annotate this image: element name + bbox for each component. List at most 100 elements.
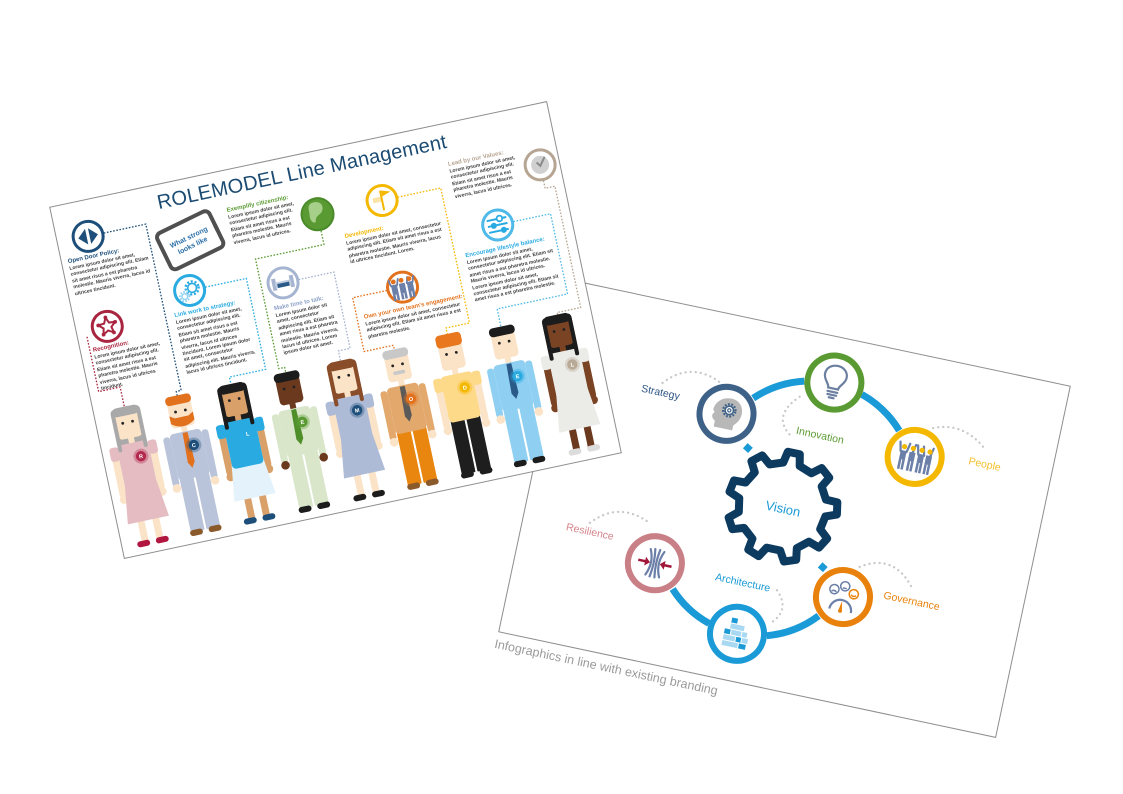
left-leg xyxy=(287,452,313,509)
left-leg xyxy=(243,495,255,520)
left-leg xyxy=(502,406,528,463)
right-arm xyxy=(524,359,541,410)
hair-left xyxy=(216,389,229,430)
open-door-arrows-icon xyxy=(71,219,105,253)
right-arm xyxy=(309,405,326,455)
hair-right xyxy=(242,384,254,424)
right-leg xyxy=(465,414,491,471)
person-figure-6: O xyxy=(379,346,439,490)
hair-left xyxy=(110,412,122,452)
torso xyxy=(332,393,373,445)
torso xyxy=(547,348,588,400)
badge xyxy=(459,381,470,393)
right-leg xyxy=(151,515,164,540)
head xyxy=(545,316,573,348)
checkmark-icon xyxy=(523,147,557,181)
left-hand xyxy=(389,437,398,447)
badge-letter: E xyxy=(300,419,305,426)
badge xyxy=(241,427,253,439)
vision-gear-icon xyxy=(724,447,841,566)
right-hand xyxy=(534,406,543,416)
strategy-node xyxy=(696,383,757,444)
connector-exemplify xyxy=(254,230,325,373)
head xyxy=(437,339,466,371)
badge-letter: L xyxy=(570,362,575,369)
connector-square xyxy=(742,442,753,453)
tie xyxy=(505,362,518,399)
left-hand xyxy=(280,460,290,470)
connector-development xyxy=(397,186,470,340)
right-hand xyxy=(481,417,490,427)
dotted-arc-governance xyxy=(857,561,913,588)
dotted-arc-people xyxy=(931,425,984,448)
compression-arrows-icon xyxy=(637,547,672,579)
left-leg xyxy=(136,518,149,543)
left-leg xyxy=(396,429,422,486)
badge xyxy=(566,358,578,370)
hair-left xyxy=(326,366,338,406)
badge xyxy=(188,439,199,450)
right-hand xyxy=(210,475,219,485)
head xyxy=(275,373,303,405)
left-arm xyxy=(379,390,397,440)
badge-letter: L xyxy=(245,431,250,438)
person-figure-4: E xyxy=(271,369,330,513)
connector-make-time xyxy=(298,270,351,363)
poster-graphics: What strong looks like xyxy=(71,147,600,547)
arc-architecture-governance xyxy=(765,612,821,639)
badge xyxy=(405,393,416,404)
right-leg xyxy=(258,492,270,517)
team-icon xyxy=(385,270,419,304)
governance-ring xyxy=(812,566,873,627)
right-sleeve xyxy=(470,370,482,385)
globe-icon xyxy=(300,196,335,231)
badge xyxy=(135,450,146,461)
badge-letter: E xyxy=(515,373,520,380)
left-leg xyxy=(179,475,204,532)
left-hand xyxy=(172,483,181,493)
vision-diagram xyxy=(588,352,984,664)
person-figure-2: C xyxy=(162,392,222,536)
right-sleeve xyxy=(363,392,374,408)
dress xyxy=(340,433,385,478)
beard xyxy=(168,410,194,427)
right-arm xyxy=(418,382,435,432)
arc-strategy-innovation xyxy=(750,377,805,401)
badge-letter: R xyxy=(138,453,143,460)
person-figure-1: R xyxy=(108,404,169,547)
left-arm xyxy=(271,413,288,464)
left-sleeve xyxy=(215,424,227,439)
resilience-node xyxy=(624,532,685,593)
dotted-arc-architecture xyxy=(768,588,784,625)
person-figure-3: L xyxy=(215,381,276,525)
skirt xyxy=(230,456,276,502)
right-leg xyxy=(518,403,544,460)
innovation-ring xyxy=(803,352,864,413)
left-leg xyxy=(450,417,475,475)
head-gear-icon xyxy=(711,397,742,430)
connector-square xyxy=(817,561,828,572)
star-network-icon xyxy=(90,309,124,343)
hair-left xyxy=(541,320,554,361)
dress xyxy=(555,387,600,433)
dress xyxy=(124,479,169,524)
right-leg xyxy=(303,449,329,506)
gears-icon xyxy=(172,273,206,307)
right-leg xyxy=(194,472,220,529)
right-arm xyxy=(200,428,218,479)
badge xyxy=(351,404,362,415)
couch-icon xyxy=(266,265,300,299)
hair-top xyxy=(434,331,462,349)
left-arm xyxy=(486,368,503,418)
head xyxy=(329,362,358,394)
badge xyxy=(511,370,523,381)
left-leg xyxy=(568,426,580,451)
badge-letter: C xyxy=(191,442,196,449)
right-sleeve xyxy=(253,416,265,431)
right-leg xyxy=(367,469,380,494)
rolemodel-poster-card: What strong looks like xyxy=(48,100,622,559)
badge xyxy=(296,416,308,427)
head xyxy=(490,328,519,360)
